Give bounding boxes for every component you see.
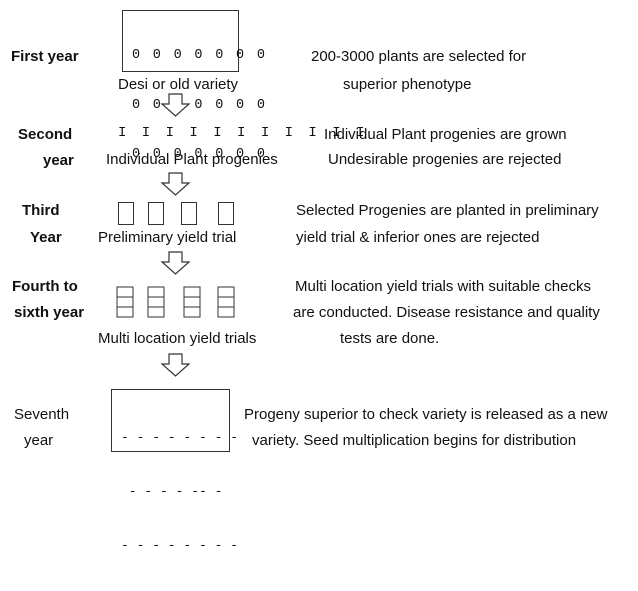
first-year-label: First year — [11, 48, 79, 65]
third-year-label-line2: Year — [30, 229, 62, 246]
trial-plot — [118, 202, 134, 225]
seed-row: - - - - - - - - — [121, 538, 239, 553]
stage1-desc-line1: 200-3000 plants are selected for — [311, 48, 527, 65]
individual-progenies-label: Individual Plant progenies — [106, 151, 278, 168]
stage4-desc-line3: tests are done. — [340, 330, 440, 347]
multi-location-plot — [147, 286, 165, 318]
desi-variety-box: 0 0 0 0 0 0 0 0 0 0 0 0 0 0 0 0 0 0 0 0 … — [122, 10, 265, 162]
second-year-label-line1: Second — [18, 126, 73, 143]
stage3-desc-line1: Selected Progenies are planted in prelim… — [296, 202, 599, 219]
multi-location-plot — [116, 286, 134, 318]
trial-plot — [148, 202, 164, 225]
down-arrow-icon — [160, 93, 191, 117]
multi-location-plot — [183, 286, 201, 318]
down-arrow-icon — [160, 172, 191, 196]
seed-row: - - - - -- - — [121, 484, 223, 499]
stage4-desc-line2: are conducted. Disease resistance and qu… — [293, 304, 600, 321]
multi-location-plot — [217, 286, 235, 318]
trial-plot — [181, 202, 197, 225]
plant-row: 0 0 0 0 0 0 0 — [132, 147, 268, 162]
down-arrow-icon — [160, 353, 191, 377]
stage4-desc-line1: Multi location yield trials with suitabl… — [295, 278, 591, 295]
multi-location-trials-label: Multi location yield trials — [98, 330, 257, 347]
stage2-desc-line2: Undesirable progenies are rejected — [328, 151, 562, 168]
seventh-year-label-line1: Seventh — [14, 406, 70, 423]
stage2-desc-line1: Individual Plant progenies are grown — [324, 126, 567, 143]
second-year-label-line2: year — [43, 152, 74, 169]
stage5-desc-line1: Progeny superior to check variety is rel… — [244, 406, 608, 423]
preliminary-yield-trial-label: Preliminary yield trial — [98, 229, 237, 246]
plant-population: 0 0 0 0 0 0 0 0 0 0 0 0 0 0 0 0 0 0 0 0 … — [132, 15, 267, 197]
seed-row: - - - - - - - - — [121, 430, 239, 445]
stage5-desc-line2: variety. Seed multiplication begins for … — [252, 432, 577, 449]
third-year-label-line1: Third — [22, 202, 60, 219]
fourth-sixth-year-label-line1: Fourth to — [12, 278, 78, 295]
plant-row: 0 0 0 0 0 0 0 — [132, 48, 268, 63]
seventh-year-label-line2: year — [24, 432, 54, 449]
progeny-rows: I I I I I I I I I I I — [118, 125, 368, 141]
desi-variety-label: Desi or old variety — [118, 76, 239, 93]
flow-graphics — [116, 93, 235, 377]
stage1-desc-line2: superior phenotype — [343, 76, 472, 93]
fourth-sixth-year-label-line2: sixth year — [14, 304, 85, 321]
trial-plot — [218, 202, 234, 225]
down-arrow-icon — [160, 251, 191, 275]
stage3-desc-line2: yield trial & inferior ones are rejected — [296, 229, 540, 246]
